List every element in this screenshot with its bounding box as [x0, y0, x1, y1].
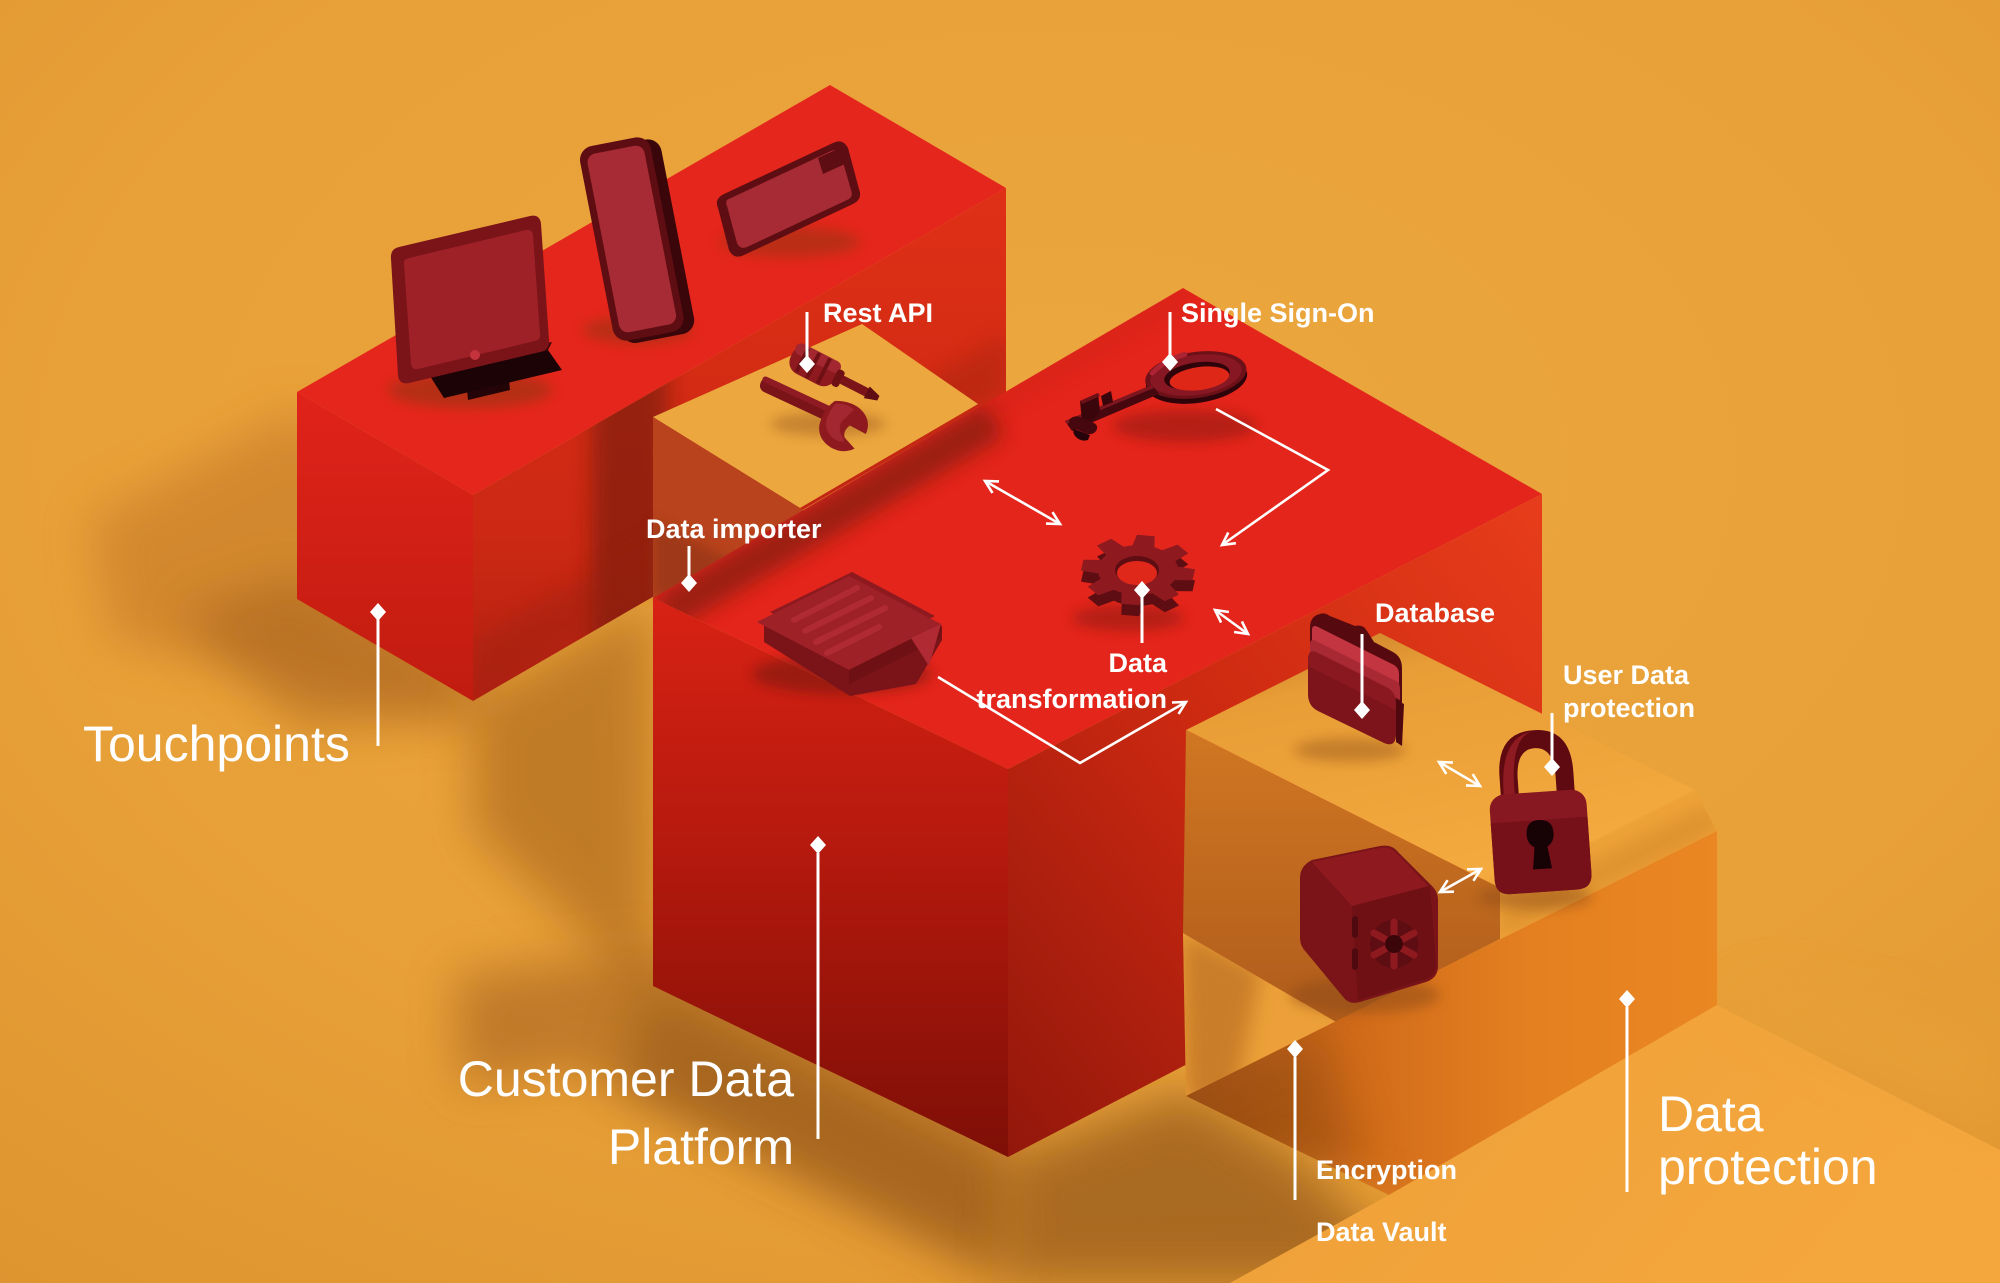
svg-text:Data: Data: [1658, 1086, 1764, 1142]
svg-text:Data: Data: [1108, 648, 1168, 678]
svg-text:transformation: transformation: [976, 684, 1167, 714]
svg-text:Database: Database: [1375, 598, 1495, 628]
svg-text:Single Sign-On: Single Sign-On: [1181, 298, 1375, 328]
svg-text:User Data: User Data: [1563, 660, 1690, 690]
svg-text:Rest API: Rest API: [823, 298, 933, 328]
svg-text:Encryption: Encryption: [1316, 1155, 1457, 1185]
svg-text:Data importer: Data importer: [646, 514, 822, 544]
svg-text:protection: protection: [1563, 693, 1695, 723]
svg-text:protection: protection: [1658, 1139, 1878, 1195]
svg-text:Data Vault: Data Vault: [1316, 1217, 1447, 1247]
svg-text:Platform: Platform: [608, 1119, 794, 1175]
svg-text:Customer Data: Customer Data: [458, 1051, 794, 1107]
svg-text:Touchpoints: Touchpoints: [83, 716, 350, 772]
